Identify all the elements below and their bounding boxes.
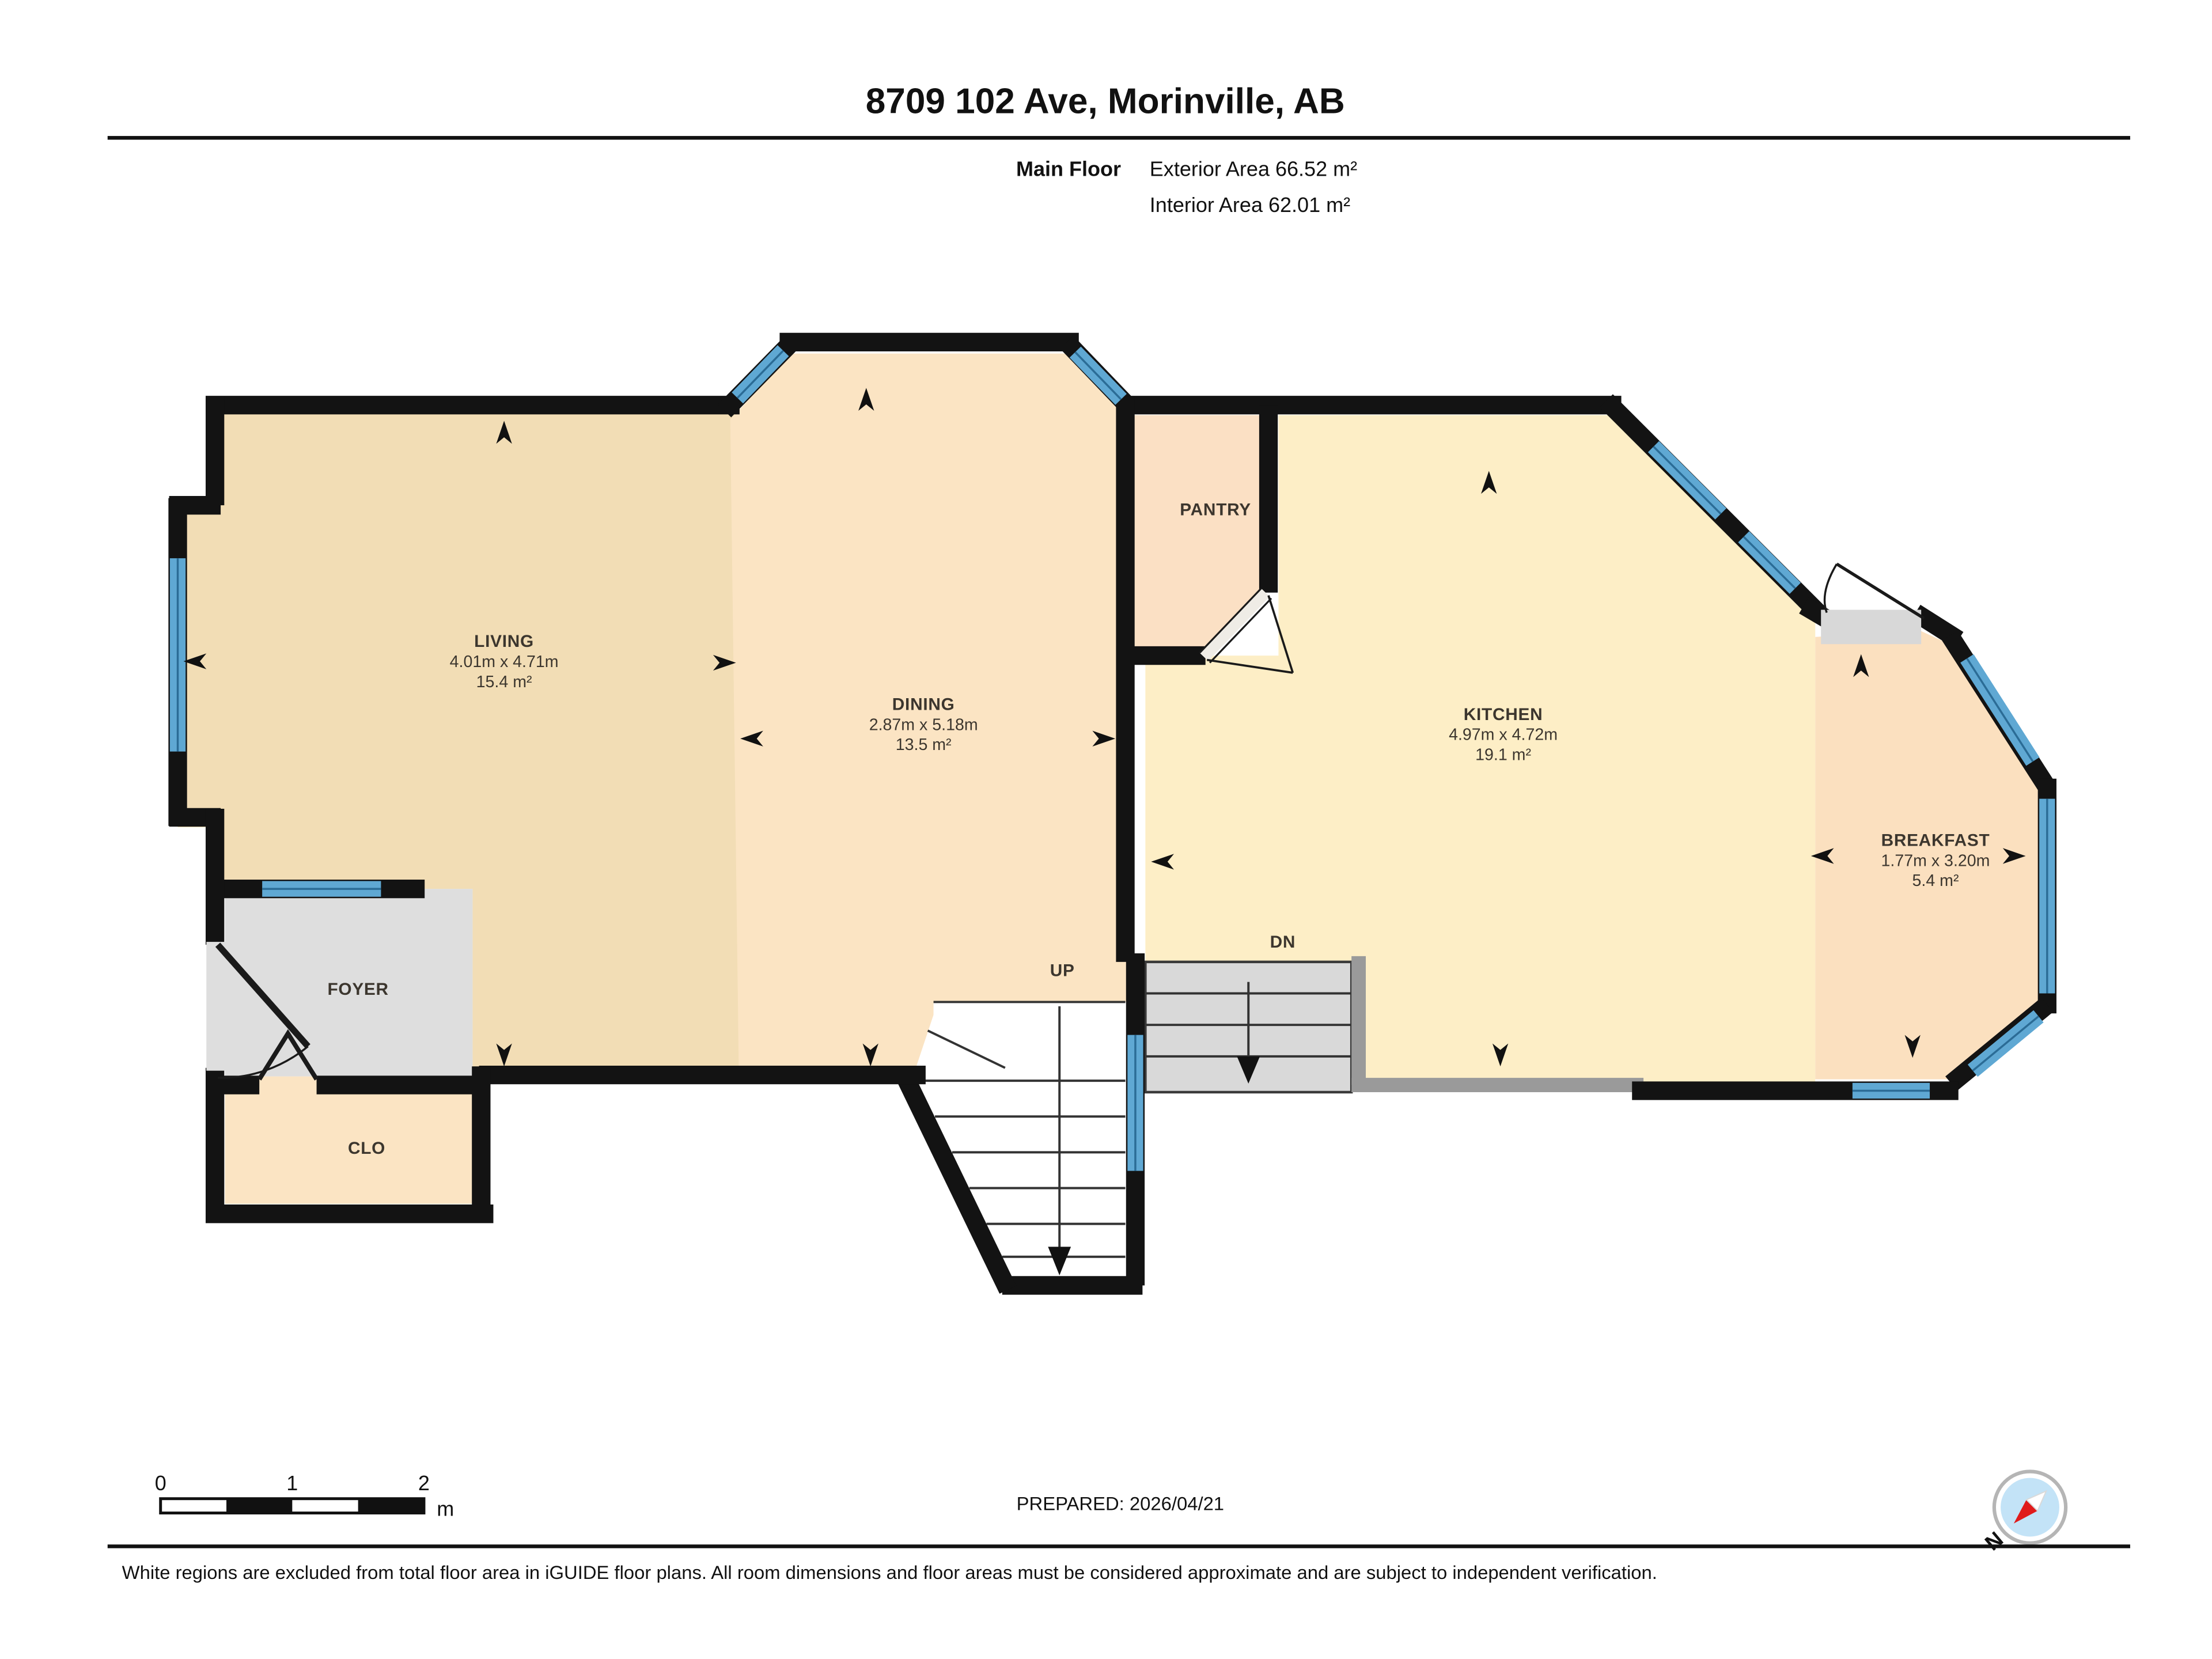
disclaimer-text: White regions are excluded from total fl… <box>122 1562 1657 1583</box>
up-stairwell <box>933 1002 1126 1277</box>
room-pantry-floor <box>1134 415 1269 656</box>
clo-label: CLO <box>348 1139 385 1158</box>
room-breakfast-floor <box>1815 630 2039 1080</box>
dining-arrow-down <box>862 1043 878 1067</box>
interior-area: Interior Area 62.01 m² <box>1150 193 1350 217</box>
header-rule <box>107 136 2130 140</box>
living-label: LIVING <box>474 632 534 651</box>
room-clo-floor <box>225 1076 473 1204</box>
room-dining-floor <box>730 353 1130 1075</box>
footer: White regions are excluded from total fl… <box>107 1544 2130 1583</box>
living-arrow-up <box>496 421 512 444</box>
windows <box>169 345 2055 1171</box>
dining-arrow-left <box>740 730 763 747</box>
scale-tick-1: 1 <box>286 1471 298 1495</box>
kitchen-arrow-left <box>1151 854 1175 870</box>
pantry-label: PANTRY <box>1180 501 1251 520</box>
breakfast-arrow-down <box>1904 1035 1921 1058</box>
kitchen-window-2 <box>1738 531 1801 594</box>
breakfast-window-ne <box>1960 654 2040 766</box>
breakfast-area: 5.4 m² <box>1912 872 1959 890</box>
living-area: 15.4 m² <box>476 673 532 691</box>
dining-area: 13.5 m² <box>896 736 952 754</box>
exterior-area: Exterior Area 66.52 m² <box>1150 157 1357 181</box>
prepared-date: PREPARED: 2026/04/21 <box>1017 1493 1224 1514</box>
breakfast-arrow-left <box>1810 848 1834 864</box>
living-arrow-right <box>713 654 736 671</box>
closet-bifold-door <box>257 1029 319 1081</box>
patio-door <box>1821 562 1925 645</box>
breakfast-arrow-right <box>2002 848 2026 864</box>
breakfast-label: BREAKFAST <box>1881 831 1990 850</box>
dimension-arrows <box>183 388 2026 1067</box>
kitchen-window-1 <box>1647 441 1726 520</box>
living-arrow-down <box>496 1043 512 1067</box>
living-arrow-left <box>183 653 207 669</box>
scale-unit: m <box>437 1497 454 1521</box>
kitchen-arrow-up <box>1481 471 1497 494</box>
down-stair-arrow <box>1237 1056 1260 1084</box>
room-labels: LIVING 4.01m x 4.71m 15.4 m² DINING 2.87… <box>327 501 1990 1158</box>
kitchen-area: 19.1 m² <box>1475 745 1531 764</box>
dining-bay-window-right <box>1069 346 1127 405</box>
scale-tick-0: 0 <box>155 1471 166 1495</box>
breakfast-window-se <box>1967 1010 2044 1077</box>
room-living-floor <box>177 405 739 1075</box>
scale-bar-seg2 <box>358 1498 424 1513</box>
scale-bar: 0 1 2 m <box>155 1471 454 1521</box>
dining-arrow-right <box>1092 730 1116 747</box>
footer-rule <box>107 1544 2130 1548</box>
kitchen-label: KITCHEN <box>1464 705 1543 724</box>
dining-bay-window-left <box>732 345 789 404</box>
up-stair-arrow <box>1048 1247 1071 1276</box>
scale-tick-2: 2 <box>418 1471 430 1495</box>
dining-arrow-up <box>858 388 874 411</box>
kitchen-dims: 4.97m x 4.72m <box>1449 726 1558 744</box>
room-foyer-floor <box>225 889 473 1077</box>
dn-label: DN <box>1270 933 1296 952</box>
foyer-label: FOYER <box>327 980 388 999</box>
breakfast-dims: 1.77m x 3.20m <box>1881 851 1990 870</box>
living-dims: 4.01m x 4.71m <box>450 653 559 671</box>
room-fills <box>177 353 2039 1204</box>
room-kitchen-floor <box>1135 415 1816 1084</box>
page-title: 8709 102 Ave, Morinville, AB <box>866 81 1345 121</box>
compass-icon: N <box>1980 1469 2068 1555</box>
dining-label: DINING <box>892 695 955 714</box>
stairs-up <box>918 1001 1126 1277</box>
kitchen-arrow-down <box>1492 1043 1509 1067</box>
up-label: UP <box>1050 961 1075 980</box>
dining-dims: 2.87m x 5.18m <box>869 715 978 734</box>
stairs-down <box>1144 960 1353 1094</box>
pantry-door <box>1199 588 1294 674</box>
floor-label: Main Floor <box>1016 157 1121 181</box>
breakfast-arrow-up <box>1853 654 1869 677</box>
header: 8709 102 Ave, Morinville, AB Main Floor … <box>107 81 2130 217</box>
scale-bar-seg1 <box>226 1498 293 1513</box>
doors <box>206 562 1925 1081</box>
gray-walls <box>1351 956 1644 1092</box>
